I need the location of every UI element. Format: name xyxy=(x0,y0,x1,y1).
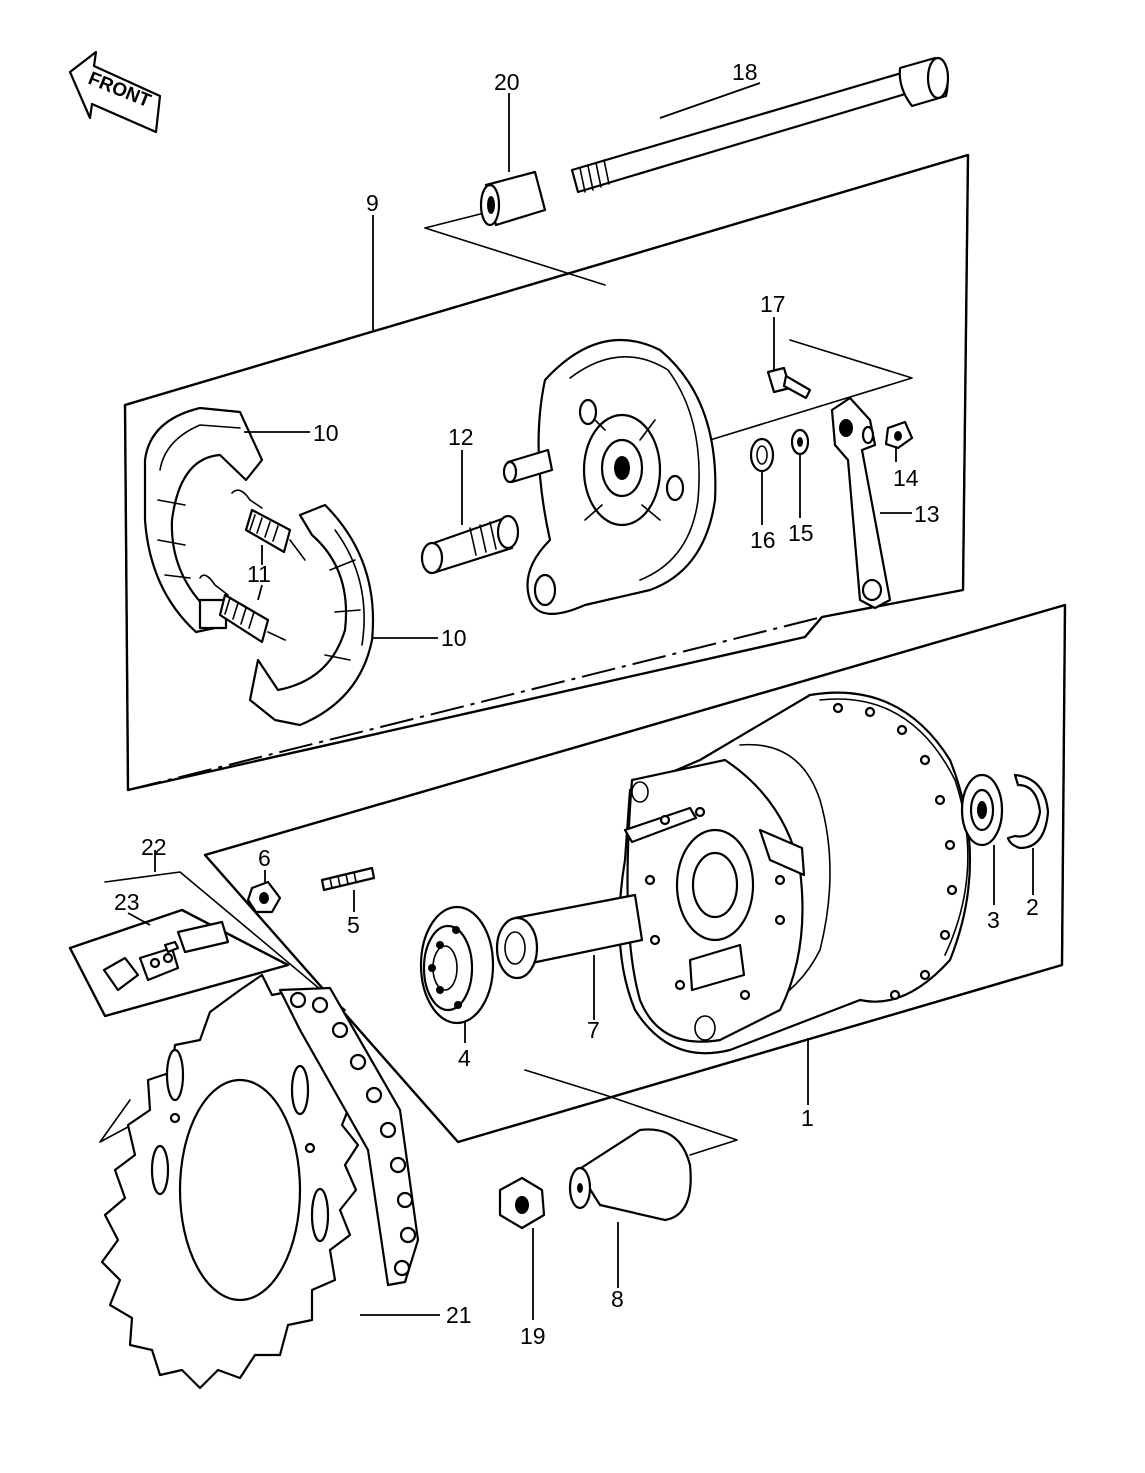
front-arrow-icon: FRONT xyxy=(68,50,162,134)
brake-spring-part-11 xyxy=(199,489,306,644)
brake-arm-bracket xyxy=(709,339,913,441)
callout-17: 17 xyxy=(760,291,786,317)
nut-part-14 xyxy=(884,420,914,450)
callout-9: 9 xyxy=(366,190,379,216)
brake-arm-part-13 xyxy=(830,396,892,610)
callout-2: 2 xyxy=(1026,894,1039,920)
callout-10-lower: 10 xyxy=(441,625,467,651)
axis-line-3 xyxy=(127,616,823,791)
master-link-part-23 xyxy=(102,920,230,992)
callout-22: 22 xyxy=(141,834,167,860)
spacer-part-20 xyxy=(479,170,547,227)
bearing-part-3 xyxy=(960,773,1004,847)
callout-18: 18 xyxy=(732,59,758,85)
axle-part-18 xyxy=(570,56,950,194)
axis-line-5 xyxy=(124,404,129,791)
callout-3: 3 xyxy=(987,907,1000,933)
axis-line-7 xyxy=(1061,604,1066,966)
spacer-tube-part-7 xyxy=(495,893,644,980)
wheel-hub-part-1 xyxy=(618,691,972,1055)
axis-line-8 xyxy=(204,854,459,1143)
axis-line-6 xyxy=(962,154,969,591)
callout-5: 5 xyxy=(347,912,360,938)
callout-21: 21 xyxy=(446,1302,472,1328)
callout-23: 23 xyxy=(114,889,140,915)
bolt-part-17 xyxy=(766,366,812,400)
callout-20: 20 xyxy=(494,69,520,95)
axis-line-1 xyxy=(124,154,969,406)
callout-10-upper: 10 xyxy=(313,420,339,446)
collar-part-8 xyxy=(568,1128,692,1222)
washer-part-16 xyxy=(749,437,775,473)
brake-panel xyxy=(502,338,717,615)
nut-part-19 xyxy=(498,1176,546,1230)
hub-holes xyxy=(644,702,958,1001)
callout-6: 6 xyxy=(258,845,271,871)
callout-8: 8 xyxy=(611,1286,624,1312)
camshaft-part-12 xyxy=(420,514,520,575)
callout-4: 4 xyxy=(458,1045,471,1071)
bearing-part-4 xyxy=(419,905,495,1025)
brake-shoe-lower-part-10 xyxy=(248,503,375,727)
callout-7: 7 xyxy=(587,1017,600,1043)
chain-part-22 xyxy=(278,986,420,1287)
collar-bracket xyxy=(524,1069,738,1156)
callout-12: 12 xyxy=(448,424,474,450)
stud-part-5 xyxy=(320,866,376,892)
callout-14: 14 xyxy=(893,465,919,491)
callout-13: 13 xyxy=(914,501,940,527)
callout-11: 11 xyxy=(247,561,271,587)
axis-line-4 xyxy=(457,964,1063,1143)
callout-15: 15 xyxy=(788,520,814,546)
brake-shoe-upper-part-10 xyxy=(143,406,264,634)
callout-19: 19 xyxy=(520,1323,546,1349)
callout-16: 16 xyxy=(750,527,776,553)
leader-lines xyxy=(127,82,1034,1320)
nut-part-6 xyxy=(246,880,282,914)
circlip-part-2 xyxy=(1006,773,1050,850)
axis-line-2 xyxy=(204,604,1066,856)
callout-1: 1 xyxy=(801,1105,814,1131)
sprocket-part-21 xyxy=(100,973,360,1390)
